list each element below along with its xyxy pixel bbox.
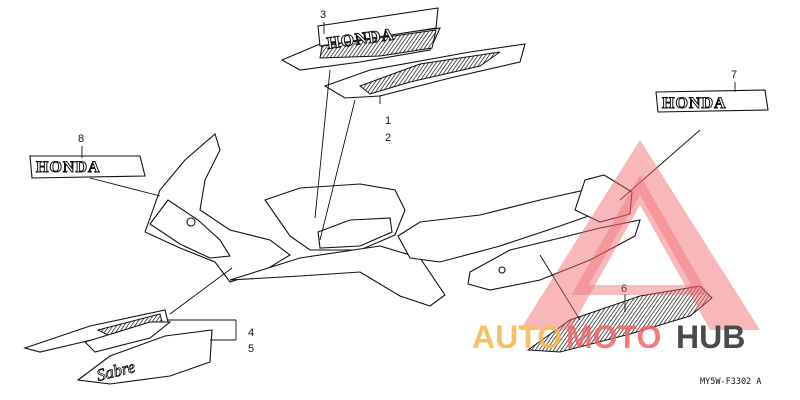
motorcycle-body-outline bbox=[144, 133, 641, 307]
callout-1: 1 bbox=[385, 115, 391, 127]
callout-3: 3 bbox=[320, 9, 326, 21]
callout-5: 5 bbox=[248, 343, 254, 355]
decal-8-honda-text: HONDA bbox=[36, 159, 101, 176]
callout-6: 6 bbox=[621, 283, 627, 295]
decal-3-upper-stripes: HONDA bbox=[280, 7, 526, 99]
leader-lines bbox=[81, 22, 736, 341]
fairing-bolt bbox=[186, 217, 196, 227]
watermark-auto: AUTO bbox=[472, 319, 562, 355]
callout-labels: 3 1 2 7 8 4 5 6 bbox=[78, 9, 737, 355]
watermark-hub: HUB bbox=[676, 319, 745, 355]
decal-7-honda-text: HONDA bbox=[662, 95, 727, 112]
tail-bolt bbox=[498, 266, 506, 274]
callout-7: 7 bbox=[731, 69, 737, 81]
watermark: AUTO MOTO HUB bbox=[472, 140, 760, 355]
callout-2: 2 bbox=[385, 132, 391, 144]
decal-8-honda: HONDA bbox=[29, 155, 146, 179]
decal-7-honda: HONDA bbox=[655, 89, 769, 113]
watermark-triangle-icon bbox=[520, 140, 760, 330]
decal-4-5-sabre-set: Sabre bbox=[23, 309, 213, 385]
watermark-moto: MOTO bbox=[566, 319, 661, 355]
decal-6-tail-stripe bbox=[526, 285, 713, 353]
drawing-code: MY5W-F3302 A bbox=[700, 377, 761, 387]
callout-4: 4 bbox=[248, 327, 254, 339]
callout-8: 8 bbox=[78, 133, 84, 145]
